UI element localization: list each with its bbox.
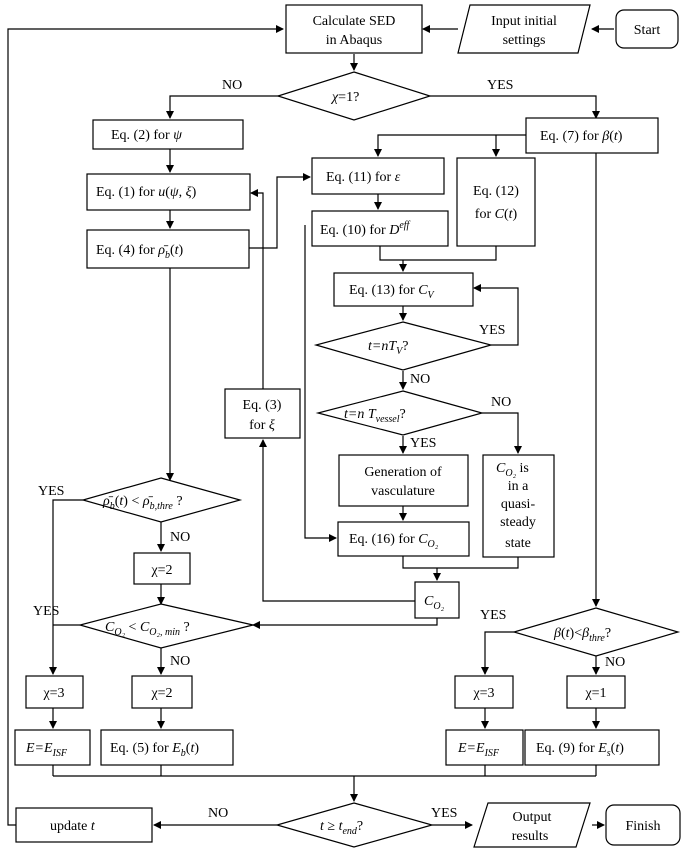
eq10-label: Eq. (10) for Deff <box>320 220 411 238</box>
e-isf-left-label: E=EISF <box>25 741 68 759</box>
rho-decision <box>80 477 243 523</box>
update-t-label: update t <box>50 819 96 834</box>
connectors <box>7 25 614 829</box>
t-ntvessel-label: t=n Tvessel? <box>344 407 406 425</box>
eq16-box <box>337 521 470 557</box>
eq10-box <box>311 210 449 247</box>
eq12-box <box>456 157 536 247</box>
eq9-box <box>524 729 660 766</box>
input-line1: Input initial <box>491 14 557 29</box>
input-settings-box <box>457 4 591 54</box>
chi3-box-left <box>25 675 84 709</box>
t-tend-no-label: NO <box>208 806 228 821</box>
chi1-right-label: χ=1 <box>584 686 606 701</box>
eq7-box <box>525 117 659 154</box>
t-ntvessel-decision <box>315 390 485 436</box>
t-tend-yes-label: YES <box>431 806 457 821</box>
t-ntv-no-label: NO <box>410 372 430 387</box>
eq11-box <box>311 157 445 195</box>
start-label: Start <box>634 23 661 38</box>
eq13-label: Eq. (13) for CV <box>349 283 436 301</box>
eq2-box <box>92 119 244 150</box>
finish-label: Finish <box>625 819 660 834</box>
texts: Calculate SED in Abaqus Input initial se… <box>25 14 661 844</box>
co2-box <box>414 581 460 619</box>
eq16-label: Eq. (16) for CO₂ <box>349 532 439 550</box>
t-ntvessel-no-label: NO <box>491 395 511 410</box>
calc-sed-line2: in Abaqus <box>326 33 382 48</box>
eq12-line2: for C(t) <box>475 207 518 222</box>
co2-min-label: CO₂ < CO₂, min ? <box>105 620 190 638</box>
output-results-box <box>473 802 591 848</box>
co2-label: CO₂ <box>424 594 445 612</box>
calc-sed-box <box>285 4 423 54</box>
beta-no-label: NO <box>605 655 625 670</box>
quasi-line5: steady <box>500 515 536 530</box>
eq4-label: Eq. (4) for ρ̄b(t) <box>96 243 184 261</box>
update-t-box <box>15 807 153 843</box>
eq11-label: Eq. (11) for ε <box>326 170 401 185</box>
chi-no-label: NO <box>222 78 242 93</box>
finish-terminal <box>605 804 681 846</box>
eq4-box <box>86 229 250 269</box>
input-line2: settings <box>503 33 546 48</box>
e-isf-right-label: E=EISF <box>457 741 500 759</box>
generation-box <box>338 454 469 507</box>
quasi-steady-box <box>482 454 555 558</box>
shapes <box>14 4 681 848</box>
co2-min-no-label: NO <box>170 654 190 669</box>
t-tend-decision <box>274 802 435 848</box>
e-isf-box-right <box>445 729 524 766</box>
chi1-box-right <box>566 675 626 709</box>
quasi-line4: quasi- <box>501 497 536 512</box>
t-ntv-label: t=nTV? <box>368 339 408 357</box>
quasi-line6: state <box>505 536 531 551</box>
chi-yes-label: YES <box>487 78 513 93</box>
chi2-bottom-label: χ=2 <box>150 686 172 701</box>
generation-line1: Generation of <box>364 465 442 480</box>
beta-yes-label: YES <box>480 608 506 623</box>
eq3-line2: for ξ <box>249 418 275 433</box>
co2-min-decision <box>77 603 254 649</box>
output-line1: Output <box>513 810 552 825</box>
chi3-box-right <box>454 675 514 709</box>
chi2-mid-label: χ=2 <box>150 563 172 578</box>
t-tend-label: t ≥ tend? <box>320 819 363 837</box>
beta-decision <box>511 607 681 657</box>
eq12-line1: Eq. (12) <box>473 184 519 199</box>
chi2-box-bottom <box>131 675 193 709</box>
eq5-box <box>100 729 234 766</box>
generation-line2: vasculature <box>371 484 435 499</box>
eq5-label: Eq. (5) for Eb(t) <box>110 741 199 759</box>
eq9-label: Eq. (9) for Es(t) <box>536 741 624 759</box>
output-line2: results <box>512 829 549 844</box>
eq3-line1: Eq. (3) <box>243 398 282 413</box>
e-isf-box-left <box>14 729 91 766</box>
t-ntv-yes-label: YES <box>479 323 505 338</box>
t-ntv-decision <box>313 321 494 371</box>
eq13-box <box>333 272 474 307</box>
chi3-left-label: χ=3 <box>42 686 64 701</box>
t-ntvessel-yes-label: YES <box>410 436 436 451</box>
chi3-right-label: χ=3 <box>472 686 494 701</box>
chi2-box-mid <box>133 552 191 585</box>
eq7-label: Eq. (7) for β(t) <box>540 129 623 144</box>
eq1-label: Eq. (1) for u(ψ, ξ) <box>96 185 197 200</box>
start-terminal <box>615 9 679 49</box>
chi-eq1-decision <box>276 71 432 121</box>
eq3-box <box>224 388 301 439</box>
chi-eq1-label: χ=1? <box>330 90 359 105</box>
eq1-box <box>86 173 251 211</box>
rho-yes-label: YES <box>38 484 64 499</box>
quasi-line1: CO₂ is <box>496 461 529 479</box>
eq2-label: Eq. (2) for ψ <box>111 128 182 143</box>
quasi-line3: in a <box>508 479 529 494</box>
co2-min-yes-label: YES <box>33 604 59 619</box>
rho-no-label: NO <box>170 530 190 545</box>
calc-sed-line1: Calculate SED <box>313 14 396 29</box>
